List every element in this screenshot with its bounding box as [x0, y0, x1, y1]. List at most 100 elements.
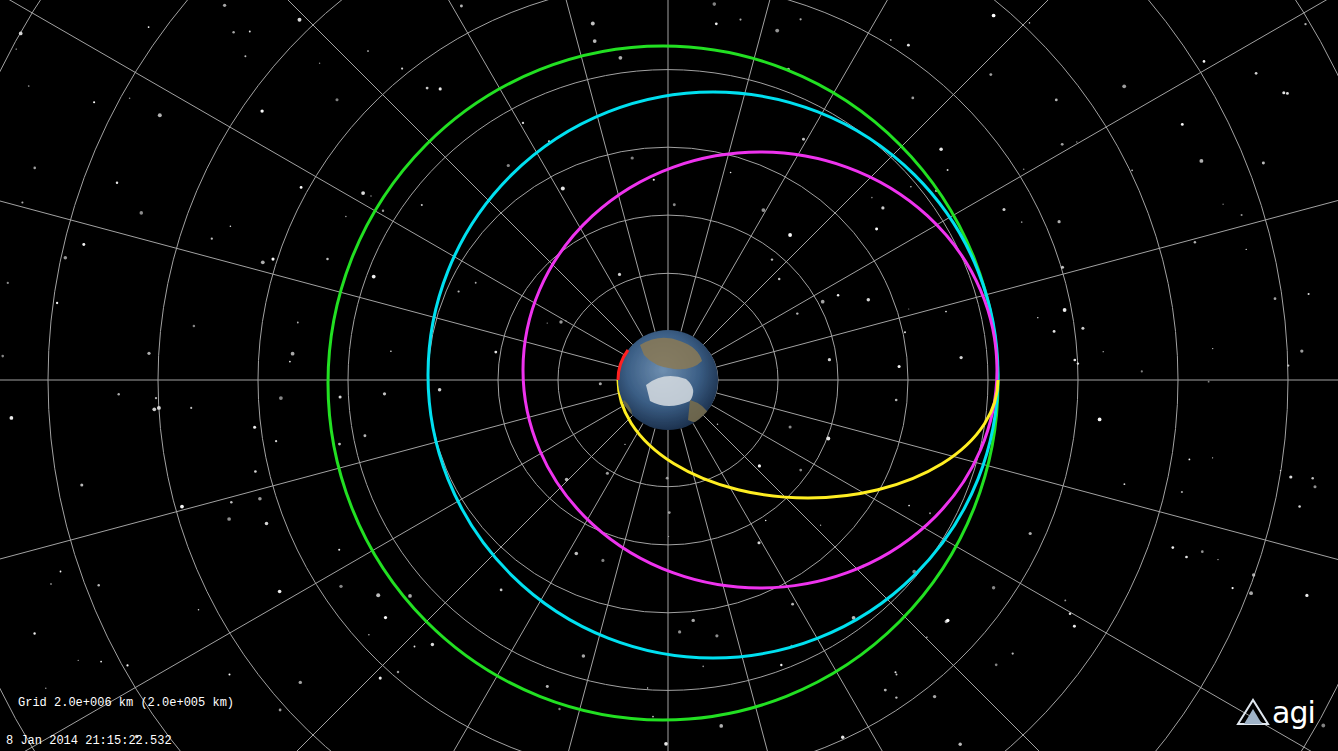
star [558, 708, 560, 710]
star [33, 632, 35, 634]
star [319, 63, 320, 64]
star [60, 571, 62, 573]
star [1055, 99, 1058, 102]
star [1181, 491, 1183, 493]
grid-spoke [703, 0, 1338, 345]
star [338, 443, 341, 446]
star [821, 300, 825, 304]
star [500, 589, 503, 592]
star [1304, 23, 1306, 25]
star [50, 583, 52, 585]
star [129, 98, 131, 100]
grid-spoke [693, 0, 1218, 337]
star [910, 186, 911, 187]
star [383, 392, 386, 395]
star [56, 302, 58, 304]
star [908, 505, 910, 507]
grid-spoke [716, 95, 1338, 367]
star [261, 260, 265, 264]
star [363, 434, 366, 437]
star [992, 14, 996, 18]
star [881, 206, 884, 209]
star [800, 18, 802, 20]
star [678, 630, 681, 633]
star [254, 470, 257, 473]
star [673, 203, 676, 206]
star [223, 4, 226, 7]
star [376, 593, 380, 597]
star [1073, 359, 1076, 362]
star [244, 55, 246, 57]
star [619, 56, 623, 60]
star [15, 48, 16, 49]
star [715, 22, 718, 25]
star [190, 407, 192, 409]
star [158, 113, 162, 117]
star [631, 156, 634, 159]
star [421, 204, 423, 206]
star [559, 320, 563, 324]
star [582, 654, 586, 658]
star [97, 584, 99, 586]
grid-spoke [703, 415, 1338, 751]
star [1300, 349, 1303, 352]
star [1123, 483, 1125, 485]
star [279, 709, 282, 712]
star [339, 395, 342, 398]
star [907, 44, 910, 47]
star [1274, 297, 1277, 300]
star [379, 677, 382, 680]
timestamp: 8 Jan 2014 21:15:22.532 [6, 734, 172, 748]
star [1188, 458, 1190, 460]
star [593, 39, 597, 43]
grid-spoke [0, 0, 625, 355]
star [1203, 60, 1206, 63]
star [896, 674, 898, 676]
star [439, 87, 442, 90]
star [715, 634, 718, 637]
star [789, 425, 792, 428]
star [1311, 477, 1314, 480]
star [1212, 457, 1213, 458]
star [904, 331, 906, 333]
star [260, 109, 263, 112]
star [426, 87, 429, 90]
star [494, 351, 497, 354]
star [1255, 72, 1258, 75]
star [1131, 169, 1133, 171]
star [1217, 559, 1218, 560]
star [361, 191, 365, 195]
star [1021, 221, 1023, 223]
star [1181, 123, 1184, 126]
star [45, 687, 46, 688]
star [384, 616, 387, 619]
star [522, 122, 524, 124]
star [1053, 330, 1056, 333]
star [796, 312, 798, 314]
star [561, 186, 565, 190]
grid-spoke [118, 0, 643, 337]
star [591, 22, 595, 26]
star [995, 663, 998, 666]
star [275, 440, 277, 442]
star [475, 282, 477, 284]
star [339, 585, 342, 588]
star [211, 238, 213, 240]
grid-spoke [0, 405, 625, 751]
star [265, 522, 269, 526]
star [460, 5, 463, 8]
star [653, 179, 655, 181]
star [10, 416, 14, 420]
star [147, 352, 150, 355]
grid-spoke [681, 428, 953, 751]
star [546, 685, 549, 688]
star [155, 397, 157, 399]
star [1262, 161, 1265, 164]
star [152, 407, 156, 411]
star [1212, 348, 1213, 349]
